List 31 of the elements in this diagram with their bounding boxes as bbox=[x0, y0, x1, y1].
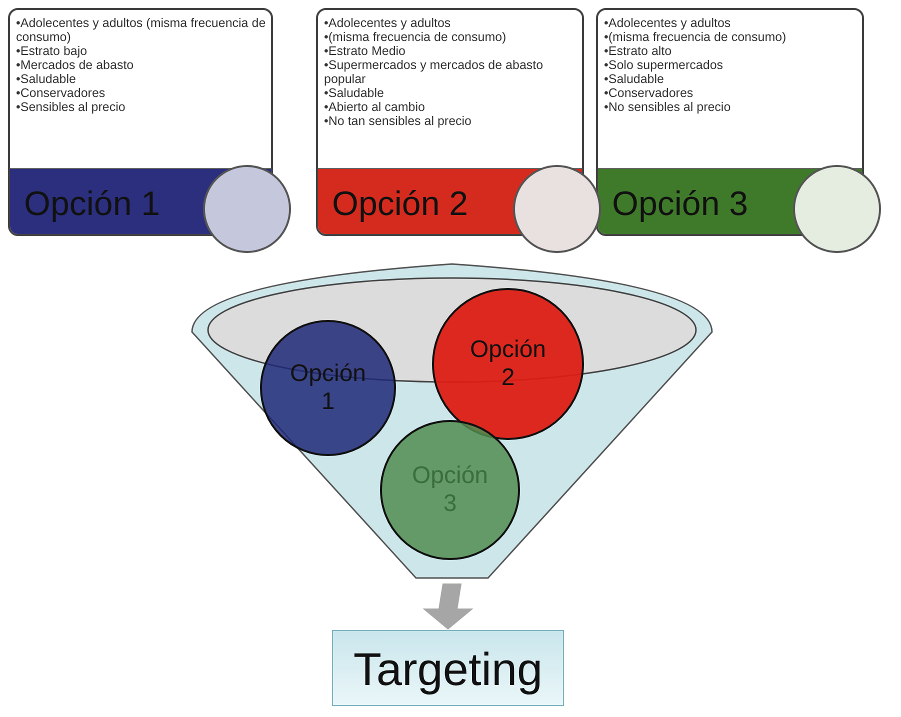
bullet-item: •Abierto al cambio bbox=[324, 100, 426, 114]
bullet-item: •No sensibles al precio bbox=[604, 100, 732, 114]
bullet-item: •Mercados de abasto bbox=[16, 58, 135, 72]
circle-ornament bbox=[513, 165, 601, 253]
bullet-item: •Solo supermercados bbox=[604, 58, 724, 72]
circle-ornament bbox=[793, 165, 881, 253]
result-box: Targeting bbox=[332, 630, 564, 706]
bullet-item: •Supermercados y mercados de abasto popular bbox=[324, 58, 544, 86]
option-card bbox=[596, 8, 864, 236]
bullet-item: •Saludable bbox=[604, 72, 665, 86]
circle-label: Opción 1 bbox=[288, 360, 368, 416]
bullet-item: •Adolecentes y adultos bbox=[324, 16, 452, 30]
bullet-item: •Estrato Medio bbox=[324, 44, 406, 58]
circle-ornament bbox=[203, 165, 291, 253]
bullet-item: •Adolecentes y adultos (misma frecuencia de consumo) bbox=[16, 16, 267, 44]
arrow bbox=[422, 584, 474, 630]
bullet-item: •Sensibles al precio bbox=[16, 100, 126, 114]
option-card bbox=[8, 8, 273, 236]
bullet-item: •Conservadores bbox=[604, 86, 694, 100]
circle-label: Opción 2 bbox=[468, 336, 548, 392]
option-card bbox=[316, 8, 584, 236]
funnel-shape bbox=[190, 262, 714, 580]
bullet-item: •Conservadores bbox=[16, 86, 106, 100]
bullet-item: •Estrato alto bbox=[604, 44, 673, 58]
bullet-item: •No tan sensibles al precio bbox=[324, 114, 473, 128]
bullet-item: •Saludable bbox=[16, 72, 77, 86]
bullet-item: •Saludable bbox=[324, 86, 385, 100]
bullet-item: •Estrato bajo bbox=[16, 44, 88, 58]
bullet-item: •Adolecentes y adultos bbox=[604, 16, 732, 30]
bullet-item: •(misma frecuencia de consumo) bbox=[604, 30, 788, 44]
bullet-item: •(misma frecuencia de consumo) bbox=[324, 30, 508, 44]
